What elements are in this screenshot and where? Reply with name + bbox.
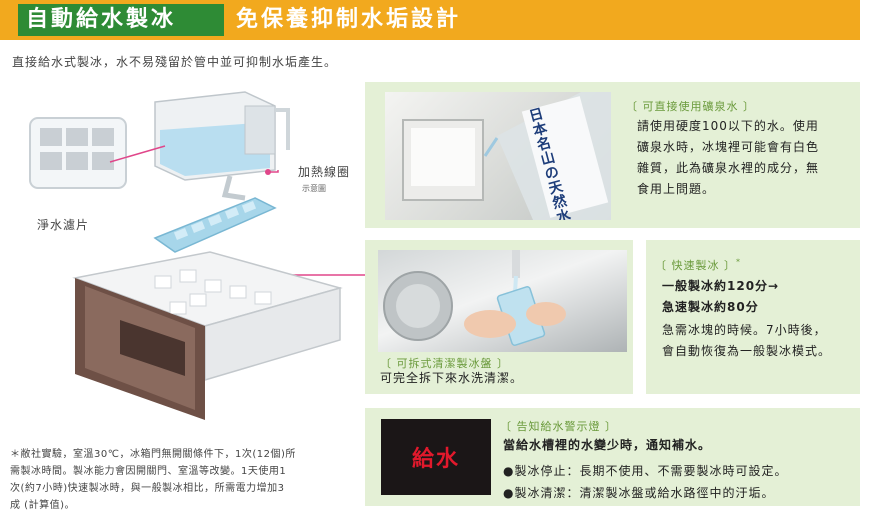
filter-label: 淨水濾片 bbox=[37, 218, 90, 232]
quick-ice-panel bbox=[646, 240, 860, 394]
intro-text: 直接給水式製冰，水不易殘留於管中並可抑制水垢產生。 bbox=[12, 55, 338, 69]
water-tank-image bbox=[154, 91, 290, 181]
water-alert-bullet-2: ●製冰清潔：清潔製冰盤或給水路徑中的汙垢。 bbox=[503, 486, 775, 500]
ice-maker-diagram bbox=[29, 91, 365, 420]
quick-ice-title: 〔 快速製冰 〕* bbox=[655, 257, 741, 272]
heating-coil-sublabel: 示意圖 bbox=[302, 184, 326, 193]
mineral-text: 請使用硬度100以下的水。使用 礦泉水時，冰塊裡可能會有白色 雜質，此為礦泉水裡… bbox=[637, 119, 820, 196]
quick-ice-rapid-time: 急速製冰約80分 bbox=[662, 300, 759, 314]
page-title: 自動給水製冰 bbox=[26, 7, 177, 32]
header-title-box bbox=[18, 4, 224, 36]
quick-ice-note-1: 急需冰塊的時候。7小時後， bbox=[662, 323, 827, 337]
water-supply-indicator: 給水 bbox=[381, 419, 491, 495]
quick-ice-normal-time: 一般製冰約120分→ bbox=[662, 279, 780, 293]
clean-tray-text: 可完全拆下來水洗清潔。 bbox=[380, 371, 524, 385]
ice-bin-image bbox=[72, 251, 343, 420]
mineral-water-photo: 日本名山の天然水 bbox=[385, 92, 611, 220]
water-alert-bullet-1: ●製冰停止：長期不使用、不需要製冰時可設定。 bbox=[503, 464, 788, 478]
footnote-mark: * bbox=[736, 257, 741, 267]
sink-washing-photo bbox=[378, 250, 627, 352]
water-alert-text: 當給水槽裡的水變少時，通知補水。 bbox=[503, 438, 712, 452]
quick-ice-note-2: 會自動恢復為一般製冰模式。 bbox=[662, 344, 832, 358]
mineral-title: 〔 可直接使用礦泉水 〕 bbox=[626, 100, 755, 113]
water-alert-title: 〔 告知給水警示燈 〕 bbox=[500, 420, 617, 433]
clean-tray-title: 〔 可拆式清潔製冰盤 〕 bbox=[380, 357, 509, 370]
ice-tray-image bbox=[153, 197, 277, 253]
footnote: ＊敝社實驗，室溫30℃，冰箱門無開關條件下，1次(12個)所 需製冰時間。製冰能… bbox=[10, 449, 296, 511]
page-subtitle: 免保養抑制水垢設計 bbox=[236, 7, 462, 32]
water-filter-image bbox=[29, 117, 127, 189]
heating-coil-label: 加熱線圈 bbox=[298, 165, 351, 179]
